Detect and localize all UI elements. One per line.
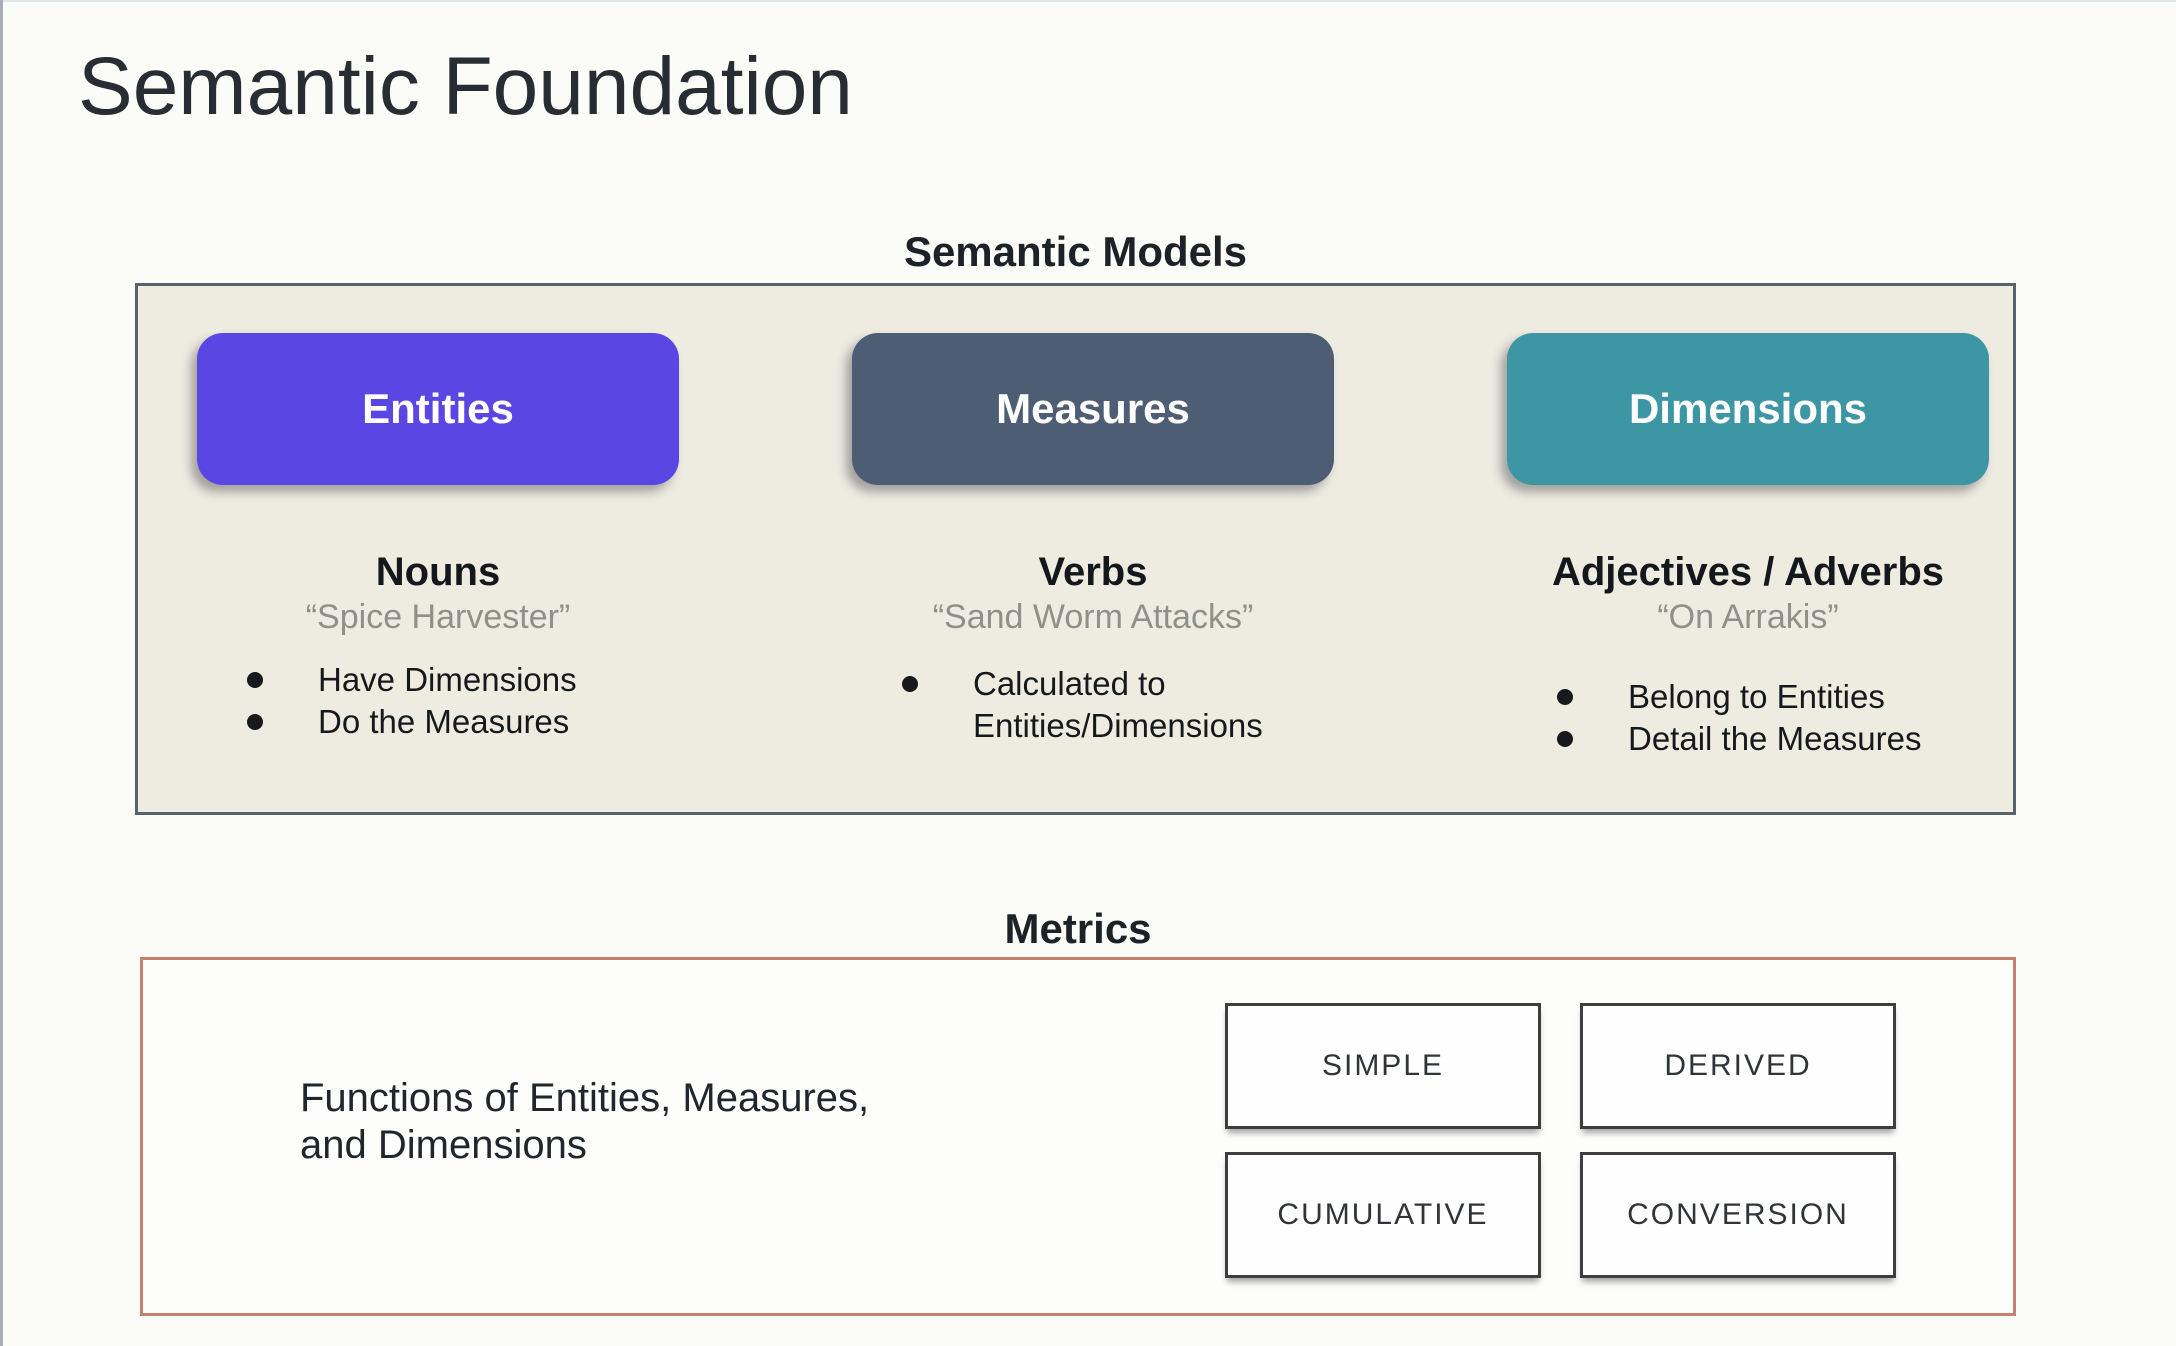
bullet-icon <box>247 672 263 688</box>
entities-example-quote: “Spice Harvester” <box>305 598 571 636</box>
measures-role-heading: Verbs <box>1038 550 1148 594</box>
dimensions-button-label: Dimensions <box>1628 385 1868 432</box>
entities-column: Entities Nouns “Spice Harvester” Have Di… <box>178 286 698 812</box>
measures-button[interactable]: Measures <box>852 333 1334 485</box>
metric-type-cumulative[interactable]: CUMULATIVE <box>1225 1152 1541 1278</box>
list-item: Do the Measures <box>178 701 698 743</box>
bullet-text: Detail the Measures <box>1628 720 1922 757</box>
list-item: Have Dimensions <box>178 659 698 701</box>
entities-button[interactable]: Entities <box>197 333 679 485</box>
metric-type-derived[interactable]: DERIVED <box>1580 1003 1896 1129</box>
measures-example-quote: “Sand Worm Attacks” <box>932 598 1254 636</box>
bullet-text: Calculated to Entities/Dimensions <box>973 665 1263 744</box>
bullet-text: Belong to Entities <box>1628 678 1885 715</box>
bullet-text: Have Dimensions <box>318 661 577 698</box>
entities-button-label: Entities <box>362 385 514 432</box>
metrics-description-line1: Functions of Entities, Measures, <box>300 1076 870 1120</box>
dimensions-button[interactable]: Dimensions <box>1507 333 1989 485</box>
dimensions-example-quote: “On Arrakis” <box>1657 598 1839 636</box>
metric-type-simple[interactable]: SIMPLE <box>1225 1003 1541 1129</box>
semantic-models-heading: Semantic Models <box>903 228 1248 275</box>
measures-button-label: Measures <box>996 385 1190 432</box>
list-item: Belong to Entities <box>1488 676 2008 718</box>
bullet-text: Do the Measures <box>318 703 570 740</box>
metrics-heading: Metrics <box>1004 905 1152 952</box>
metrics-description-line2: and Dimensions <box>300 1123 587 1167</box>
metrics-description: Functions of Entities, Measures, and Dim… <box>300 1075 869 1169</box>
list-item: Detail the Measures <box>1488 718 2008 760</box>
dimensions-role-heading: Adjectives / Adverbs <box>1551 550 1944 594</box>
screen-left-edge <box>0 0 3 1346</box>
list-item: Calculated to Entities/Dimensions <box>833 663 1353 747</box>
dimensions-column: Dimensions Adjectives / Adverbs “On Arra… <box>1488 286 2008 812</box>
bullet-icon <box>1557 689 1573 705</box>
metrics-panel: Functions of Entities, Measures, and Dim… <box>140 957 2016 1316</box>
measures-bullet-list: Calculated to Entities/Dimensions <box>833 663 1353 747</box>
measures-column: Measures Verbs “Sand Worm Attacks” Calcu… <box>833 286 1353 812</box>
bullet-icon <box>247 714 263 730</box>
entities-role-heading: Nouns <box>375 550 501 594</box>
bullet-icon <box>902 676 918 692</box>
metric-type-conversion[interactable]: CONVERSION <box>1580 1152 1896 1278</box>
screen-top-edge <box>0 0 2176 2</box>
bullet-icon <box>1557 731 1573 747</box>
entities-bullet-list: Have Dimensions Do the Measures <box>178 659 698 743</box>
semantic-models-panel: Entities Nouns “Spice Harvester” Have Di… <box>135 283 2016 815</box>
slide-title: Semantic Foundation <box>78 41 853 132</box>
dimensions-bullet-list: Belong to Entities Detail the Measures <box>1488 676 2008 760</box>
